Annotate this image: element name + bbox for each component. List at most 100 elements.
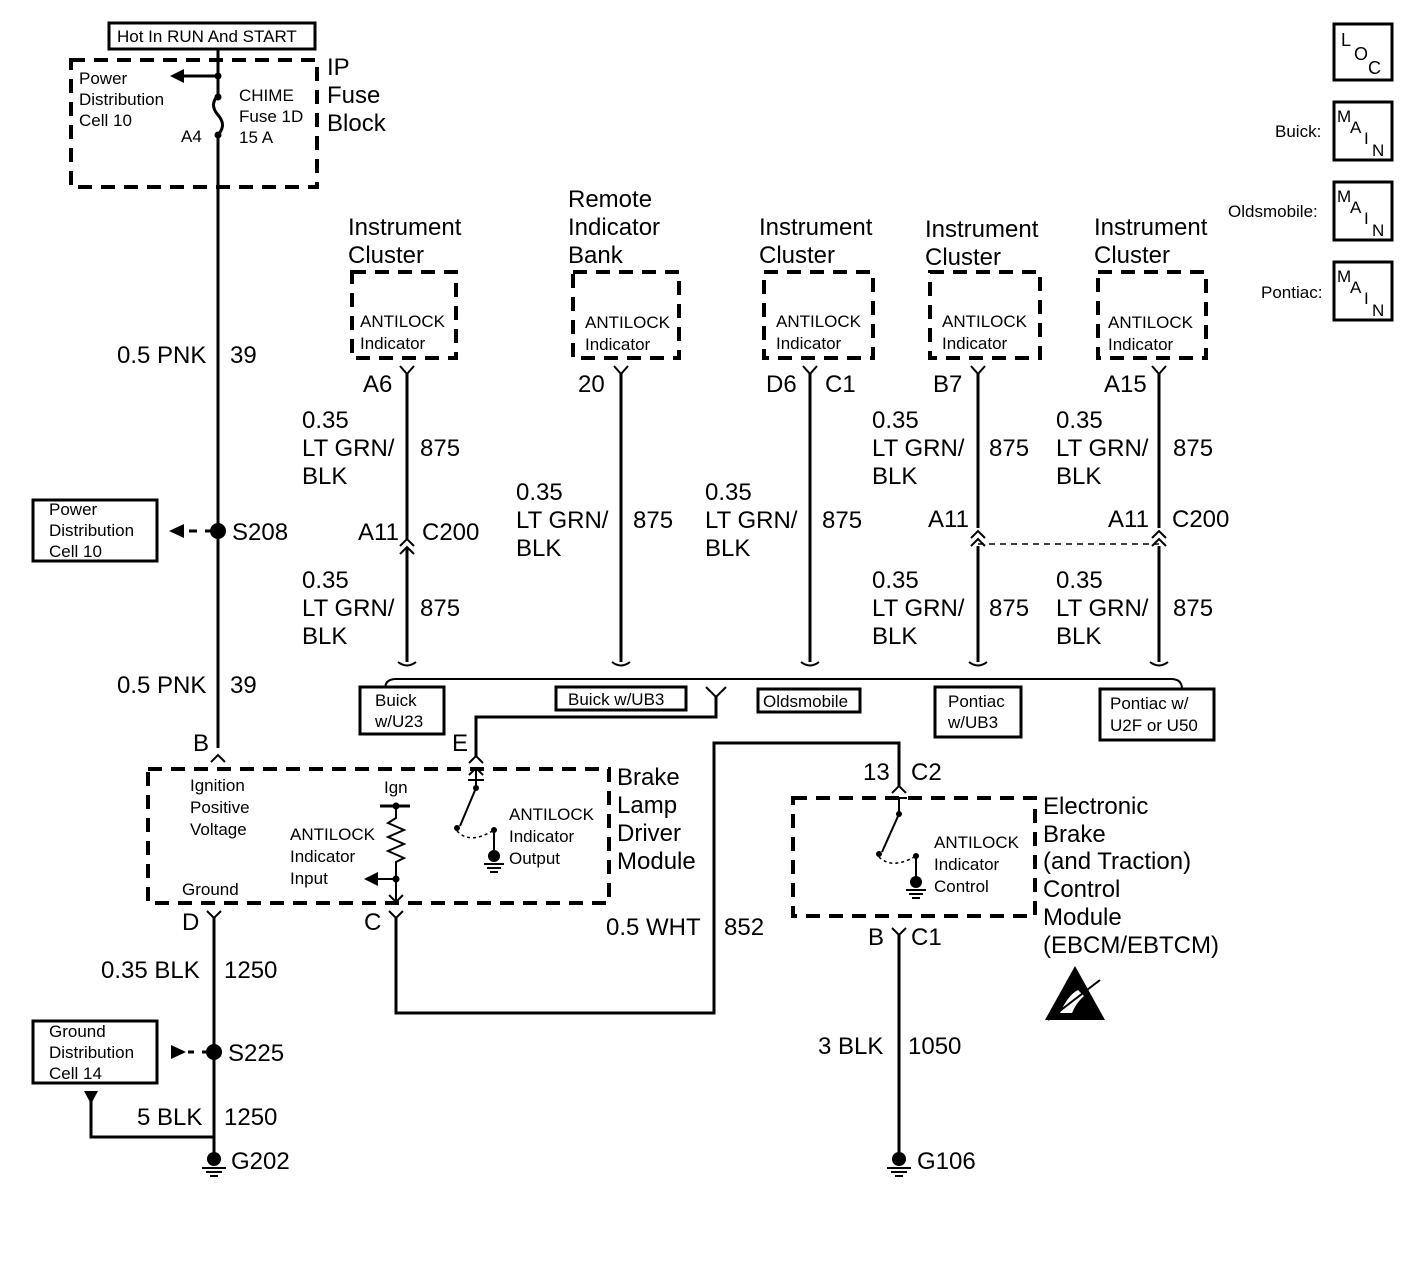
svg-text:O: O: [1354, 44, 1368, 64]
svg-text:Lamp: Lamp: [617, 792, 677, 819]
bldm-pin-c: C: [364, 909, 381, 936]
indicator-5-title: Instrument Cluster: [1094, 214, 1208, 269]
svg-text:Cluster: Cluster: [1094, 242, 1170, 269]
svg-text:A: A: [1350, 118, 1362, 137]
indicator-3-title: Instrument Cluster: [759, 214, 873, 269]
ground-g106-label: G106: [917, 1148, 976, 1175]
svg-text:Fuse: Fuse: [327, 82, 380, 109]
wire-875-label-1-upper: 0.35 LT GRN/ BLK 875: [302, 407, 460, 490]
indicator-3-connector: C1: [825, 371, 856, 398]
bldm-ign-positive-label: Ignition Positive Voltage: [190, 776, 250, 839]
svg-text:852: 852: [724, 914, 764, 941]
svg-text:0.5 WHT: 0.5 WHT: [606, 914, 701, 941]
svg-text:ANTILOCK: ANTILOCK: [942, 312, 1028, 331]
svg-text:M: M: [1337, 267, 1351, 286]
svg-text:BLK: BLK: [872, 463, 917, 490]
svg-text:0.35: 0.35: [302, 567, 349, 594]
ebcm-connector-c2: C2: [911, 759, 942, 786]
svg-text:LT GRN/: LT GRN/: [705, 507, 798, 534]
wire-875-label-4-lower: 0.35 LT GRN/ BLK 875: [872, 567, 1029, 650]
svg-text:Ignition: Ignition: [190, 776, 245, 795]
ebcm-switch-dotted-link: [878, 855, 917, 864]
c200-1-name: C200: [422, 519, 479, 546]
wire-852: [394, 741, 901, 1015]
svg-text:Electronic: Electronic: [1043, 793, 1148, 820]
c200-connector-4: [970, 528, 986, 547]
bldm-input-arrowhead: [364, 872, 378, 886]
fuse-pdc-arrowhead: [170, 69, 184, 83]
bldm-pin-d: D: [182, 909, 199, 936]
main-icon-pontiac: Pontiac: M A I N: [1261, 260, 1394, 322]
svg-text:Power: Power: [49, 500, 98, 519]
s225-ref-return-arrowhead: [84, 1091, 98, 1104]
c200-5-pin: A11: [1108, 506, 1149, 533]
bldm-internal-ground-icon: [484, 850, 504, 873]
svg-text:0.5 PNK: 0.5 PNK: [117, 342, 206, 369]
svg-text:IP: IP: [327, 54, 350, 81]
wire-1050-label: 3 BLK 1050: [818, 1033, 961, 1060]
ebcm-switch-blade: [881, 813, 900, 853]
svg-text:1050: 1050: [908, 1033, 961, 1060]
svg-text:LT GRN/: LT GRN/: [302, 435, 395, 462]
bldm-input-pin-marker: [388, 894, 404, 904]
indicator-3-pin: D6: [766, 371, 797, 398]
option-pontiac-u2f-box: [1098, 687, 1216, 742]
indicator-2-label: ANTILOCK Indicator: [585, 313, 671, 354]
bldm-ign-label: Ign: [384, 778, 408, 797]
ebcm-box: [791, 796, 1037, 918]
svg-text:5 BLK: 5 BLK: [137, 1104, 202, 1131]
svg-text:I: I: [1364, 129, 1369, 148]
chime-fuse-symbol: [212, 94, 224, 136]
svg-text:LT GRN/: LT GRN/: [872, 595, 965, 622]
svg-text:Remote: Remote: [568, 186, 652, 213]
svg-text:Instrument: Instrument: [925, 216, 1039, 243]
svg-text:Indicator: Indicator: [568, 214, 660, 241]
s208-ref-arrowhead: [169, 524, 184, 538]
indicator-4-pin-fork: [970, 365, 986, 376]
bldm-pin-b: B: [193, 730, 209, 757]
ebcm-control-label: ANTILOCK Indicator Control: [934, 833, 1020, 896]
indicator-5-box: [1096, 270, 1208, 360]
s225-ref-return-wire: [89, 1098, 214, 1139]
ebcm-pin-13: 13: [863, 759, 890, 786]
c200-5-name: C200: [1172, 506, 1229, 533]
svg-text:BLK: BLK: [302, 623, 347, 650]
option-pontiac-ub3-label: Pontiac w/UB3: [947, 692, 1005, 732]
indicator-1-pin-fork: [399, 365, 415, 376]
esd-warning-icon: [1045, 966, 1105, 1021]
bldm-pin-d-fork: [206, 910, 222, 920]
option-pontiac-ub3-box: [933, 685, 1023, 739]
s225-ref-label: Ground Distribution Cell 14: [49, 1022, 134, 1083]
main-icon-buick: Buick: M A I N: [1275, 100, 1394, 162]
wire-875-label-5-upper: 0.35 LT GRN/ BLK 875: [1056, 407, 1213, 490]
c200-connector-1: [399, 530, 415, 560]
bldm-pin-b-fork: [210, 753, 226, 763]
option-buick-ub3-label: Buick w/UB3: [568, 690, 664, 709]
bldm-switch-contact-bottom: [454, 825, 460, 831]
c200-1-pin: A11: [358, 519, 399, 546]
svg-text:ANTILOCK: ANTILOCK: [585, 313, 671, 332]
bldm-box: [146, 767, 611, 905]
wire-875-label-2: 0.35 LT GRN/ BLK 875: [516, 479, 673, 562]
svg-text:0.35 BLK: 0.35 BLK: [101, 957, 200, 984]
svg-text:Distribution: Distribution: [79, 90, 164, 109]
svg-text:0.35: 0.35: [872, 407, 919, 434]
svg-text:N: N: [1372, 301, 1384, 320]
indicator-1-label: ANTILOCK Indicator: [360, 312, 446, 353]
indicator-3-pin-fork: [802, 365, 818, 376]
option-oldsmobile-box: [756, 687, 862, 714]
svg-text:U2F or U50: U2F or U50: [1110, 716, 1198, 735]
svg-text:N: N: [1372, 221, 1384, 240]
svg-text:LT GRN/: LT GRN/: [1056, 435, 1149, 462]
bldm-switch-blade: [459, 787, 477, 827]
svg-text:Buick: Buick: [375, 691, 417, 710]
indicator-5-pin-fork: [1151, 365, 1167, 376]
wire-875-label-3: 0.35 LT GRN/ BLK 875: [705, 479, 862, 562]
bldm-title: Brake Lamp Driver Module: [617, 764, 696, 875]
wire-39-label-lower: 0.5 PNK 39: [117, 672, 257, 699]
fuse-pdc-label: Power Distribution Cell 10: [79, 69, 164, 130]
indicator-1-pin: A6: [363, 371, 392, 398]
fuse-terminal-a4: A4: [181, 127, 202, 146]
ebcm-pin-b-fork: [891, 927, 907, 937]
svg-text:875: 875: [633, 507, 673, 534]
